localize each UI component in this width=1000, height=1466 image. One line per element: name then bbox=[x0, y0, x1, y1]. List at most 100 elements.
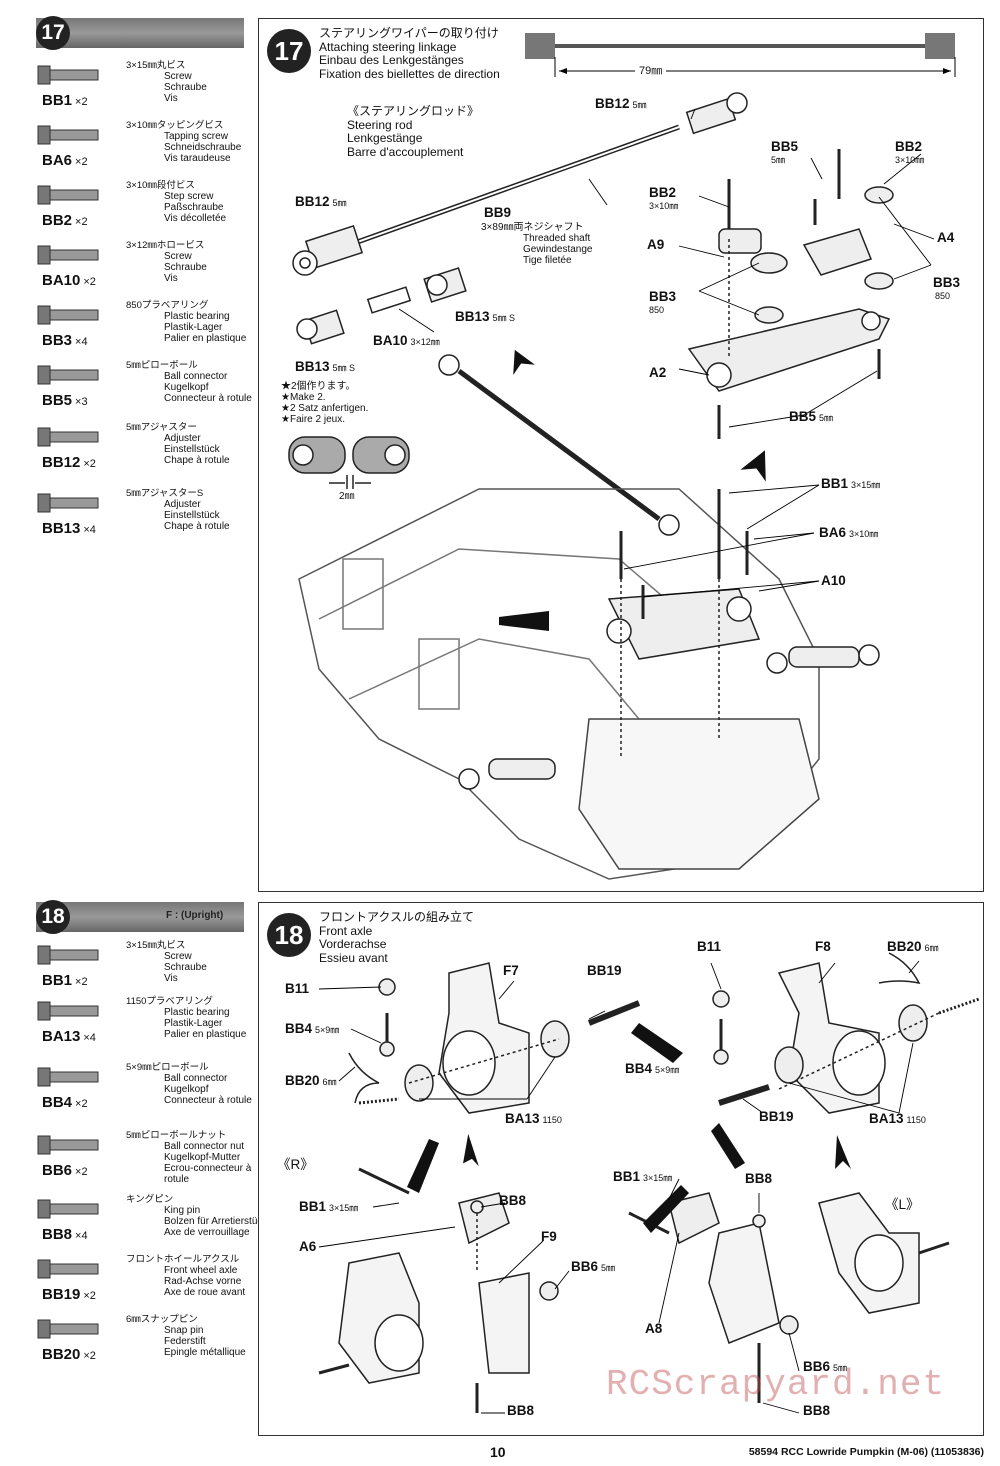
step17-label-bb2a-sub: 3×10㎜ bbox=[649, 201, 679, 211]
step18-title-jp: フロントアクスルの組み立て bbox=[319, 910, 475, 924]
rod-title-jp: 《ステアリングロッド》 bbox=[347, 104, 480, 118]
bb9-desc-fr: Tige filetée bbox=[523, 255, 572, 266]
rod-title-de: Lenkgestänge bbox=[347, 131, 423, 145]
part-code: BB19×2 bbox=[42, 1286, 96, 1303]
step18-label-f8: F8 bbox=[815, 939, 831, 954]
step17-label-a4: A4 bbox=[937, 230, 955, 245]
step18-label-bb8c: BB8 bbox=[745, 1171, 773, 1186]
step18-label-bb19a: BB19 bbox=[587, 963, 622, 978]
steering-rod-diagram bbox=[288, 92, 935, 880]
step17-label-bb3b: BB3 bbox=[933, 275, 961, 290]
step18-label-a8: A8 bbox=[645, 1321, 663, 1336]
part-bb5-icon bbox=[36, 358, 106, 392]
step18-label-l: 《L》 bbox=[885, 1197, 920, 1212]
step17-label-a2: A2 bbox=[649, 365, 667, 380]
make-two-en: ★Make 2. bbox=[281, 392, 326, 403]
part-ba10-icon bbox=[36, 238, 106, 272]
part-code: BB20×2 bbox=[42, 1346, 96, 1363]
make-two-fr: ★Faire 2 jeux. bbox=[281, 414, 345, 425]
rod-title-fr: Barre d'accouplement bbox=[347, 144, 464, 159]
step18-label-r: 《R》 bbox=[277, 1157, 314, 1172]
step18-title-de: Vorderachse bbox=[319, 937, 387, 951]
page-number: 10 bbox=[490, 1444, 506, 1460]
step17-label-bb5-sub: 5㎜ bbox=[771, 155, 786, 165]
rod-title-en: Steering rod bbox=[347, 117, 413, 132]
footer-product: 58594 RCC Lowride Pumpkin (M-06) (110538… bbox=[748, 1446, 984, 1458]
step18-label-bb19b: BB19 bbox=[759, 1109, 794, 1124]
step18-label-bb8a: BB8 bbox=[499, 1193, 527, 1208]
part-bb19-icon bbox=[36, 1252, 106, 1286]
step17-label-bb3b-sub: 850 bbox=[935, 291, 951, 301]
step18-panel: 18 フロントアクスルの組み立て Front axle Vorderachse … bbox=[258, 902, 984, 1436]
step17-title-jp: ステアリングワイパーの取り付け bbox=[319, 26, 499, 40]
step18-label-a6: A6 bbox=[299, 1239, 317, 1254]
part-code: BB8×4 bbox=[42, 1226, 88, 1243]
step18-parts-header bbox=[36, 902, 244, 932]
part-bb13-icon bbox=[36, 486, 106, 520]
part-bb1-icon bbox=[36, 938, 106, 972]
step17-parts-badge: 17 bbox=[36, 16, 70, 50]
part-code: BB6×2 bbox=[42, 1162, 88, 1179]
watermark: RCScrapyard.net bbox=[606, 1364, 946, 1405]
part-bb8-icon bbox=[36, 1192, 106, 1226]
bb9-description: 3×89㎜両ネジシャフト Threaded shaft Gewindestang… bbox=[481, 222, 593, 266]
step18-parts-badge: 18 bbox=[36, 900, 70, 934]
step17-label-a10: A10 bbox=[821, 573, 846, 588]
rod-length-gauge bbox=[525, 33, 956, 77]
part-code: BB1×2 bbox=[42, 92, 88, 109]
part-bb6-icon bbox=[36, 1128, 106, 1162]
step17-panel: 17 ステアリングワイパーの取り付け Attaching steering li… bbox=[258, 18, 984, 892]
part-code: BA6×2 bbox=[42, 152, 88, 169]
step17-title-fr: Fixation des biellettes de direction bbox=[319, 66, 500, 81]
step17-label-bb5: BB5 bbox=[771, 139, 799, 154]
make-two-jp: ★2個作ります。 bbox=[281, 381, 356, 392]
front-axle-diagram bbox=[318, 952, 980, 1414]
step18-label-f7: F7 bbox=[503, 963, 519, 978]
step17-title-en: Attaching steering linkage bbox=[319, 39, 457, 54]
step18-label-bb8d: BB8 bbox=[803, 1403, 831, 1418]
part-ba6-icon bbox=[36, 118, 106, 152]
rod-length: 79㎜ bbox=[635, 66, 667, 77]
step18-label-f9: F9 bbox=[541, 1229, 557, 1244]
part-bb3-icon bbox=[36, 298, 106, 332]
make-two-de: ★2 Satz anfertigen. bbox=[281, 403, 369, 414]
rod-title: 《ステアリングロッド》 Steering rod Lenkgestänge Ba… bbox=[347, 104, 480, 159]
part-code: BB5×3 bbox=[42, 392, 88, 409]
step17-title: ステアリングワイパーの取り付け Attaching steering linka… bbox=[319, 26, 500, 81]
part-ba13-icon bbox=[36, 994, 106, 1028]
gap-dimension: 2㎜ bbox=[339, 491, 355, 502]
step17-badge: 17 bbox=[267, 29, 311, 73]
bb9-spec: 3×89㎜両ネジシャフト bbox=[481, 222, 584, 233]
step17-title-de: Einbau des Lenkgestänges bbox=[319, 53, 464, 67]
part-code: BA13×4 bbox=[42, 1028, 96, 1045]
bb9-desc-de: Gewindestange bbox=[523, 244, 593, 255]
step18-label-b11b: B11 bbox=[697, 939, 722, 954]
part-bb4-icon bbox=[36, 1060, 106, 1094]
step17-label-bb2b-sub: 3×10㎜ bbox=[895, 155, 925, 165]
part-bb1-icon bbox=[36, 58, 106, 92]
part-code: BA10×2 bbox=[42, 272, 96, 289]
part-code: BB12×2 bbox=[42, 454, 96, 471]
step17-label-bb3a-sub: 850 bbox=[649, 305, 665, 315]
